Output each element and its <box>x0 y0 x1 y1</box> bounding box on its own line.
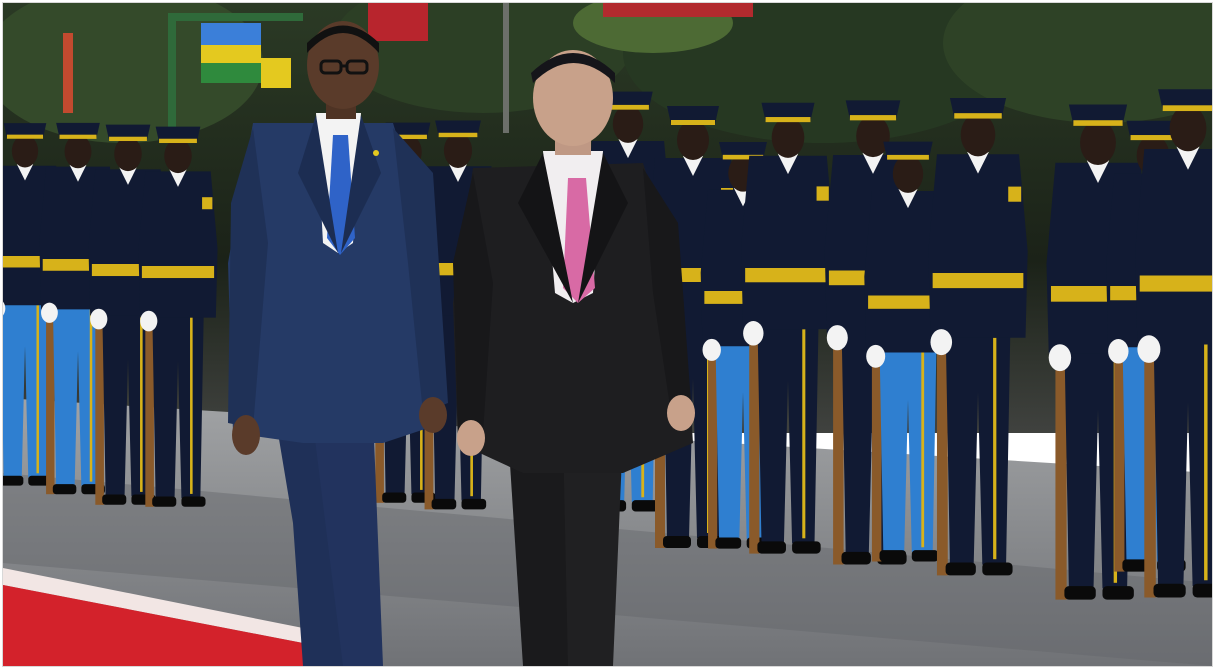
honour-guard-soldier <box>741 102 835 554</box>
honour-guard-soldier <box>864 141 952 562</box>
background-structure <box>168 13 303 21</box>
man-in-black-suit <box>453 50 695 666</box>
rwanda-flag <box>201 23 291 88</box>
honour-guard-soldier <box>138 126 218 507</box>
honour-guard-rank <box>3 89 1212 600</box>
honour-guard-soldier <box>928 98 1028 576</box>
photo-frame <box>3 3 1212 666</box>
red-banner <box>368 3 428 41</box>
guard-of-honour-scene <box>3 3 1212 666</box>
honour-guard-soldier <box>88 124 168 505</box>
red-carpet <box>3 585 303 666</box>
honour-guard-soldier <box>1135 89 1212 598</box>
carpet-edge-line <box>3 568 303 643</box>
man-in-navy-suit <box>228 21 448 666</box>
